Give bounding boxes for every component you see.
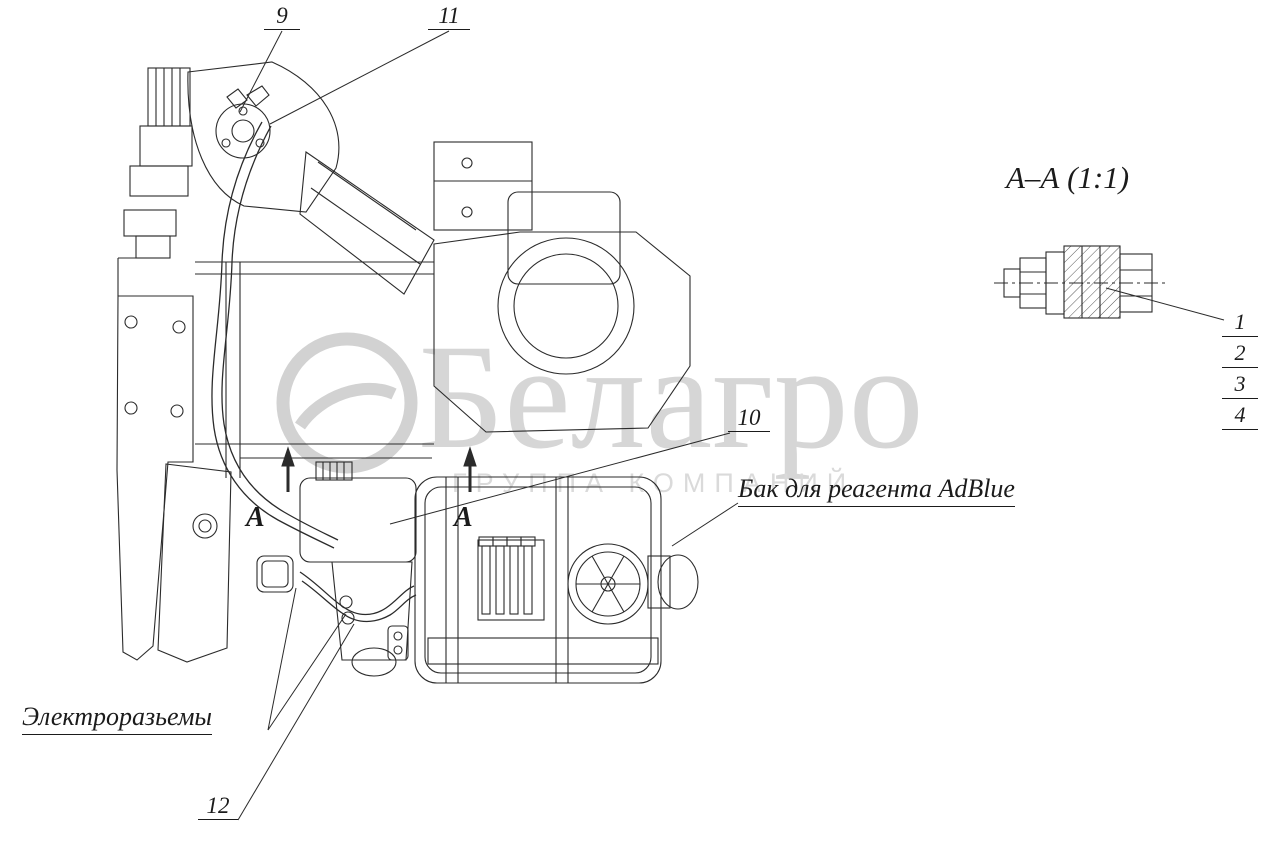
watermark-brand: Белагро <box>418 314 924 480</box>
connector-block <box>256 555 294 593</box>
part-number-1: 1 <box>1222 306 1258 337</box>
callout-11: 11 <box>428 3 470 31</box>
main-assembly <box>116 30 1225 821</box>
fitting-part-9 <box>226 88 248 109</box>
angled-duct <box>299 151 435 295</box>
section-marker-left: А <box>246 502 265 533</box>
watermark-subtitle: ГРУППА КОМПАНИЙ <box>452 468 856 498</box>
section-detail-fitting <box>994 245 1168 319</box>
pump-module <box>256 461 417 677</box>
fitting-part-11 <box>246 85 270 107</box>
section-view-title: А–А (1:1) <box>1006 160 1130 195</box>
exhaust-elbow <box>187 61 340 213</box>
callout-12: 12 <box>198 793 238 821</box>
round-unit <box>433 191 691 433</box>
tank-manifold <box>477 539 545 621</box>
callout-10: 10 <box>728 405 770 433</box>
belagro-logo <box>276 332 418 474</box>
connector-a <box>339 595 353 609</box>
hoses <box>211 121 417 623</box>
tank-cap <box>657 554 699 610</box>
frame-rails <box>195 261 434 478</box>
callout-9: 9 <box>264 3 300 31</box>
tank-impeller <box>567 543 649 625</box>
adblue-tank <box>414 476 699 684</box>
tank-cap-neck <box>647 555 671 609</box>
section-arrows <box>281 446 477 492</box>
left-bracket-plate <box>116 295 232 663</box>
tank-label: Бак для реагента AdBlue <box>738 474 1015 507</box>
tank-base-frame <box>427 637 659 665</box>
section-marker-right: А <box>454 502 473 533</box>
part-number-2: 2 <box>1222 337 1258 368</box>
upper-right-block <box>433 141 533 231</box>
leader-lines <box>237 30 1225 821</box>
parts-list: 1 2 3 4 <box>1222 306 1258 430</box>
connector-b <box>341 611 355 625</box>
part-number-3: 3 <box>1222 368 1258 399</box>
connectors-label: Электроразьемы <box>22 702 213 735</box>
part-number-4: 4 <box>1222 399 1258 430</box>
upper-left-bracket <box>117 67 193 296</box>
